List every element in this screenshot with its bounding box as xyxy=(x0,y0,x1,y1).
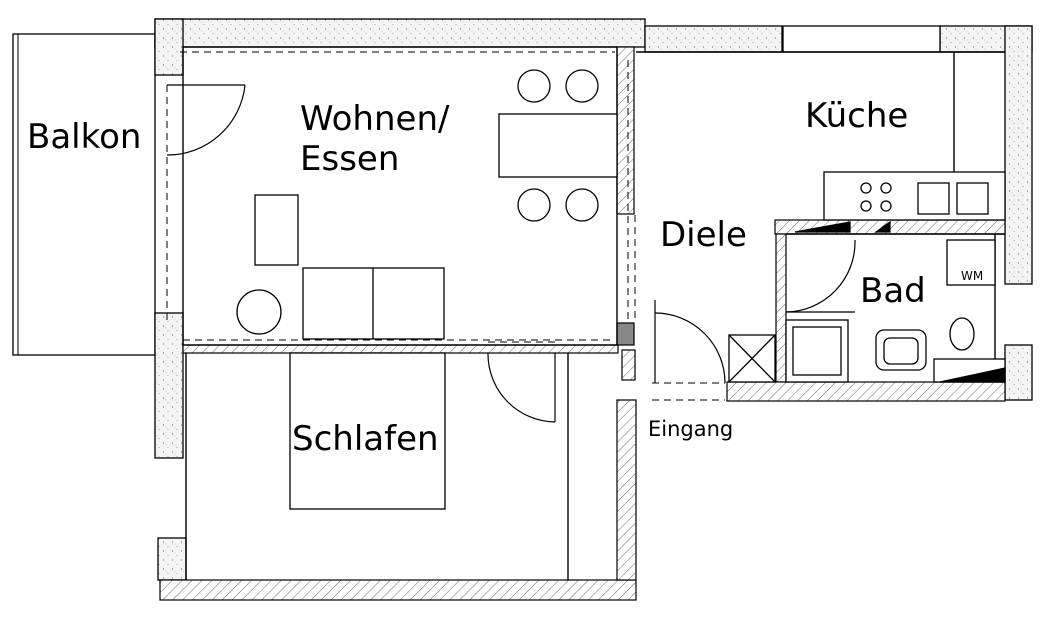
room-label-bad: Bad xyxy=(860,271,926,311)
interior-walls xyxy=(159,46,1006,601)
dashed-openings xyxy=(166,51,725,401)
exterior-walls xyxy=(154,18,1033,581)
living-furniture xyxy=(236,194,446,510)
entrance-label: Eingang xyxy=(648,417,733,441)
washing-machine-label: WM xyxy=(961,269,983,283)
balcony xyxy=(12,33,156,356)
kitchen-counter xyxy=(823,171,1006,221)
room-label-balkon: Balkon xyxy=(27,117,141,157)
room-label-wohnen: Wohnen/ xyxy=(300,99,450,139)
bathroom-fixtures xyxy=(785,220,1006,383)
room-label-kueche: Küche xyxy=(805,96,908,136)
dining-set xyxy=(498,69,618,222)
room-label-schlafen: Schlafen xyxy=(292,419,439,459)
room-label-essen: Essen xyxy=(300,139,399,179)
shaft xyxy=(728,334,776,383)
doors xyxy=(166,84,856,423)
room-label-diele: Diele xyxy=(660,215,747,255)
